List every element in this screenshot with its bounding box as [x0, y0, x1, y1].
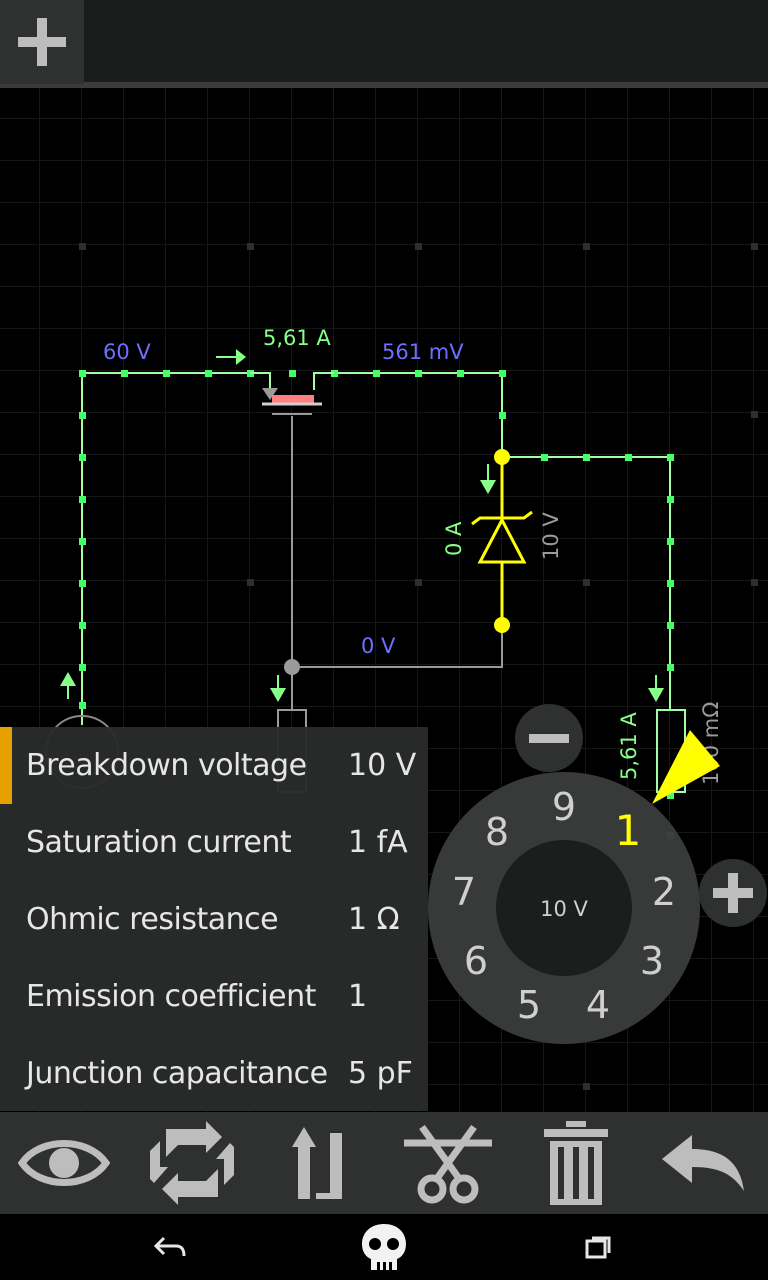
bottom-toolbar	[0, 1112, 768, 1214]
plus-icon	[713, 873, 753, 913]
dial-digit-4[interactable]: 4	[586, 983, 610, 1027]
undo-button[interactable]	[654, 1113, 754, 1213]
label-voltage-bottom-mid: 0 V	[361, 634, 396, 658]
dial-center	[496, 840, 632, 976]
flip-button[interactable]	[270, 1113, 370, 1213]
cut-icon	[404, 1124, 492, 1204]
property-row-emission-coefficient[interactable]: Emission coefficient 1	[0, 958, 428, 1035]
back-button[interactable]	[120, 1214, 220, 1280]
dial-digit-9[interactable]: 9	[552, 785, 576, 829]
property-value: 5 pF	[348, 1056, 413, 1091]
zener-diode[interactable]	[471, 449, 533, 633]
flip-icon	[292, 1127, 342, 1199]
dial-digit-5[interactable]: 5	[517, 983, 541, 1027]
dial-digit-8[interactable]: 8	[485, 810, 509, 854]
current-arrows	[60, 349, 664, 702]
back-icon	[153, 1236, 186, 1257]
label-voltage-top-right: 561 mV	[382, 340, 464, 364]
rotate-icon	[150, 1121, 234, 1205]
label-resistor-right-current: 5,61 A	[617, 712, 641, 780]
dial-digit-6[interactable]: 6	[464, 939, 488, 983]
mosfet-component[interactable]	[250, 372, 334, 415]
home-button[interactable]	[334, 1214, 434, 1280]
rotate-button[interactable]	[142, 1113, 242, 1213]
view-button[interactable]	[14, 1113, 114, 1213]
cut-button[interactable]	[398, 1113, 498, 1213]
property-name: Ohmic resistance	[26, 902, 279, 937]
label-current-transistor: 5,61 A	[263, 326, 331, 350]
wire-junction[interactable]	[284, 659, 300, 675]
label-zener-current: 0 A	[442, 521, 466, 556]
property-value: 1 Ω	[348, 902, 400, 937]
plus-icon	[18, 18, 66, 66]
recents-button[interactable]	[548, 1214, 648, 1280]
trash-icon	[544, 1121, 608, 1205]
property-value: 1	[348, 979, 368, 1014]
decrement-button[interactable]	[515, 704, 583, 772]
dial-digit-1[interactable]: 1	[615, 806, 642, 855]
dial-digit-7[interactable]: 7	[452, 870, 476, 914]
dial-center-value: 10 V	[540, 897, 588, 921]
property-row-breakdown-voltage[interactable]: Breakdown voltage 10 V	[0, 727, 428, 804]
properties-panel: Breakdown voltage 10 V Saturation curren…	[0, 727, 428, 1111]
undo-icon	[662, 1135, 744, 1191]
dial-pointer-icon	[652, 730, 720, 804]
add-component-button[interactable]	[0, 0, 84, 84]
label-zener-voltage: 10 V	[539, 512, 563, 560]
dial-digit-2[interactable]: 2	[652, 870, 676, 914]
minus-icon	[529, 734, 569, 743]
property-name: Emission coefficient	[26, 979, 316, 1014]
dial-digit-3[interactable]: 3	[640, 939, 664, 983]
label-voltage-top-left: 60 V	[103, 340, 151, 364]
property-value: 1 fA	[348, 825, 408, 860]
delete-button[interactable]	[526, 1113, 626, 1213]
property-row-saturation-current[interactable]: Saturation current 1 fA	[0, 804, 428, 881]
system-nav-bar	[0, 1214, 768, 1280]
live-wires	[81, 372, 671, 725]
property-value: 10 V	[348, 748, 417, 783]
circuit-diagram[interactable]: 60 V 5,61 A 561 mV 0 V 0 A 10 V 5,61 A 1…	[0, 0, 768, 1112]
skull-icon	[362, 1224, 406, 1270]
recents-icon	[585, 1236, 611, 1259]
property-name: Saturation current	[26, 825, 292, 860]
property-row-junction-capacitance[interactable]: Junction capacitance 5 pF	[0, 1035, 428, 1112]
top-bar	[0, 0, 768, 88]
dead-wires	[291, 416, 503, 710]
eye-icon	[18, 1140, 110, 1186]
property-name: Junction capacitance	[26, 1056, 328, 1091]
property-name: Breakdown voltage	[26, 748, 307, 783]
property-row-ohmic-resistance[interactable]: Ohmic resistance 1 Ω	[0, 881, 428, 958]
increment-button[interactable]	[699, 859, 767, 927]
